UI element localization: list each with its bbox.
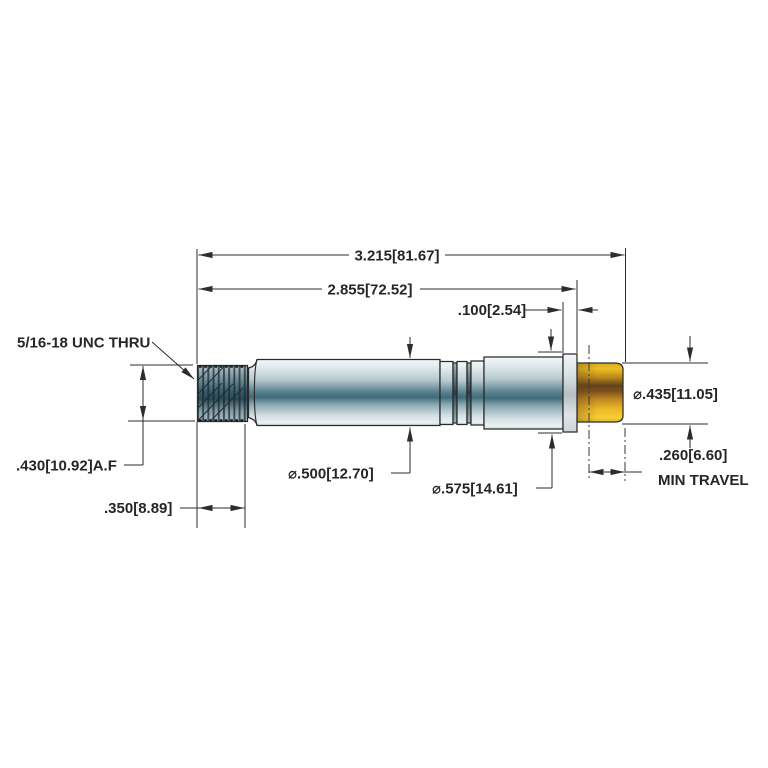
thread-callout-text: 5/16-18 UNC THRU [17,335,150,352]
dim-min-travel-label-text: MIN TRAVEL [658,472,749,489]
flange [562,353,578,433]
dim-shaft-diameter-lines [391,337,414,474]
dim-flange-width-text: .100[2.54] [458,302,526,319]
dim-thread-length-text: .350[8.89] [104,500,172,517]
dim-tip-diameter-text: ⌀.435[11.05] [633,386,718,403]
shaft-transition-line [253,359,258,426]
dim-across-flats-text: .430[10.92]A.F [16,458,117,475]
plunger-part [196,353,624,433]
dim-min-travel-value-text: .260[6.60] [659,447,727,464]
gold-tip [576,362,624,423]
dim-across-flats-lines [124,366,147,466]
shaft-body [247,358,441,427]
thread-section [196,364,249,423]
dim-flange-diameter-text: ⌀.575[14.61] [432,481,518,498]
dim-flange-diameter-lines [536,329,556,489]
dim-shaft-diameter-text: ⌀.500[12.70] [288,466,374,483]
extension-lines [128,248,708,528]
min-travel-reference-lines [588,345,626,481]
groove-rings [439,360,485,426]
dim-overall-length-text: 3.215[81.67] [354,248,439,265]
collar-section [483,356,564,430]
dim-length-to-flange-text: 2.855[72.52] [327,282,412,299]
thread-leader-line [151,341,195,380]
